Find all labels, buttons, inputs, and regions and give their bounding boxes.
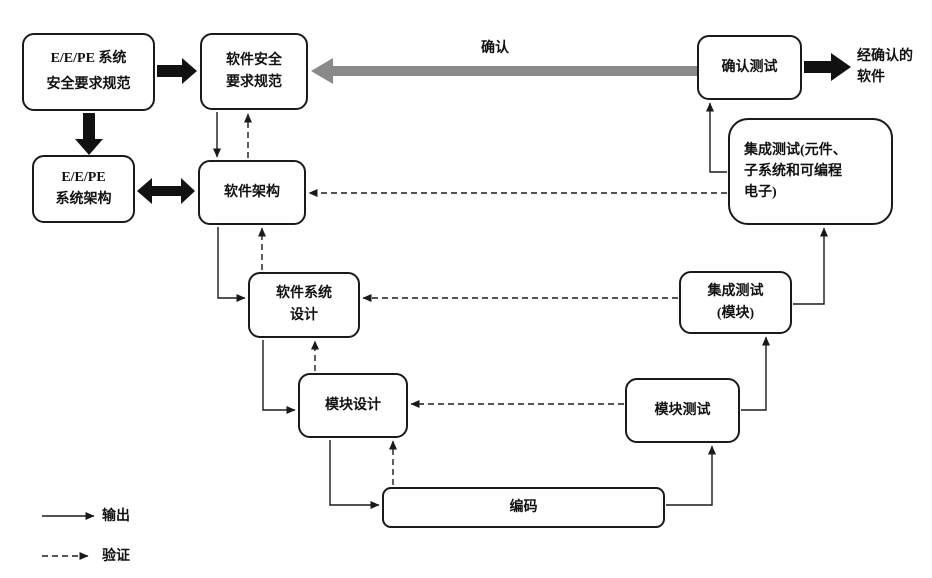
edge-output-coding-to-moduletest bbox=[666, 445, 716, 506]
node-integration-test-module: 集成测试 (模块) bbox=[679, 271, 792, 334]
edge-output-moduledesign-to-coding bbox=[329, 440, 380, 509]
node-integration-test-programmable-electronics: 集成测试(元件、 子系统和可编程 电子) bbox=[728, 118, 893, 225]
edge-output-swarch-to-sysdesign bbox=[217, 227, 246, 302]
fat-arrow-validationtest-to-validatedsw bbox=[804, 53, 851, 81]
node-eepe-safety-requirements: E/E/PE 系统 安全要求规范 bbox=[22, 33, 155, 111]
node-software-system-design: 软件系统 设计 bbox=[248, 272, 360, 338]
edge-output-sysdesign-to-moduledesign bbox=[262, 340, 296, 414]
edge-output-integmodule-to-integpe bbox=[793, 227, 828, 305]
node-software-architecture: 软件架构 bbox=[198, 160, 306, 225]
node-module-test: 模块测试 bbox=[625, 378, 740, 443]
node-module-design: 模块设计 bbox=[298, 373, 408, 438]
validation-gray-arrow bbox=[311, 58, 697, 84]
legend-output-label: 输出 bbox=[102, 509, 130, 524]
fat-arrow-eepereq-to-swreq bbox=[157, 58, 197, 84]
node-coding: 编码 bbox=[382, 487, 665, 528]
fat-arrow-eepearch-swarch-bidirectional bbox=[137, 178, 195, 204]
legend-verification-label: 验证 bbox=[102, 549, 130, 564]
node-validation-test: 确认测试 bbox=[697, 35, 802, 100]
validated-software-label: 经确认的 软件 bbox=[857, 49, 913, 85]
edge-output-moduletest-to-integmodule bbox=[741, 336, 770, 411]
validation-arrow-label: 确认 bbox=[481, 41, 509, 56]
node-software-safety-requirements: 软件安全 要求规范 bbox=[200, 33, 308, 110]
fat-arrow-eepereq-to-eepearch bbox=[75, 113, 103, 155]
edge-output-integpe-to-validationtest bbox=[706, 102, 727, 173]
node-eepe-system-architecture: E/E/PE 系统架构 bbox=[32, 155, 135, 223]
